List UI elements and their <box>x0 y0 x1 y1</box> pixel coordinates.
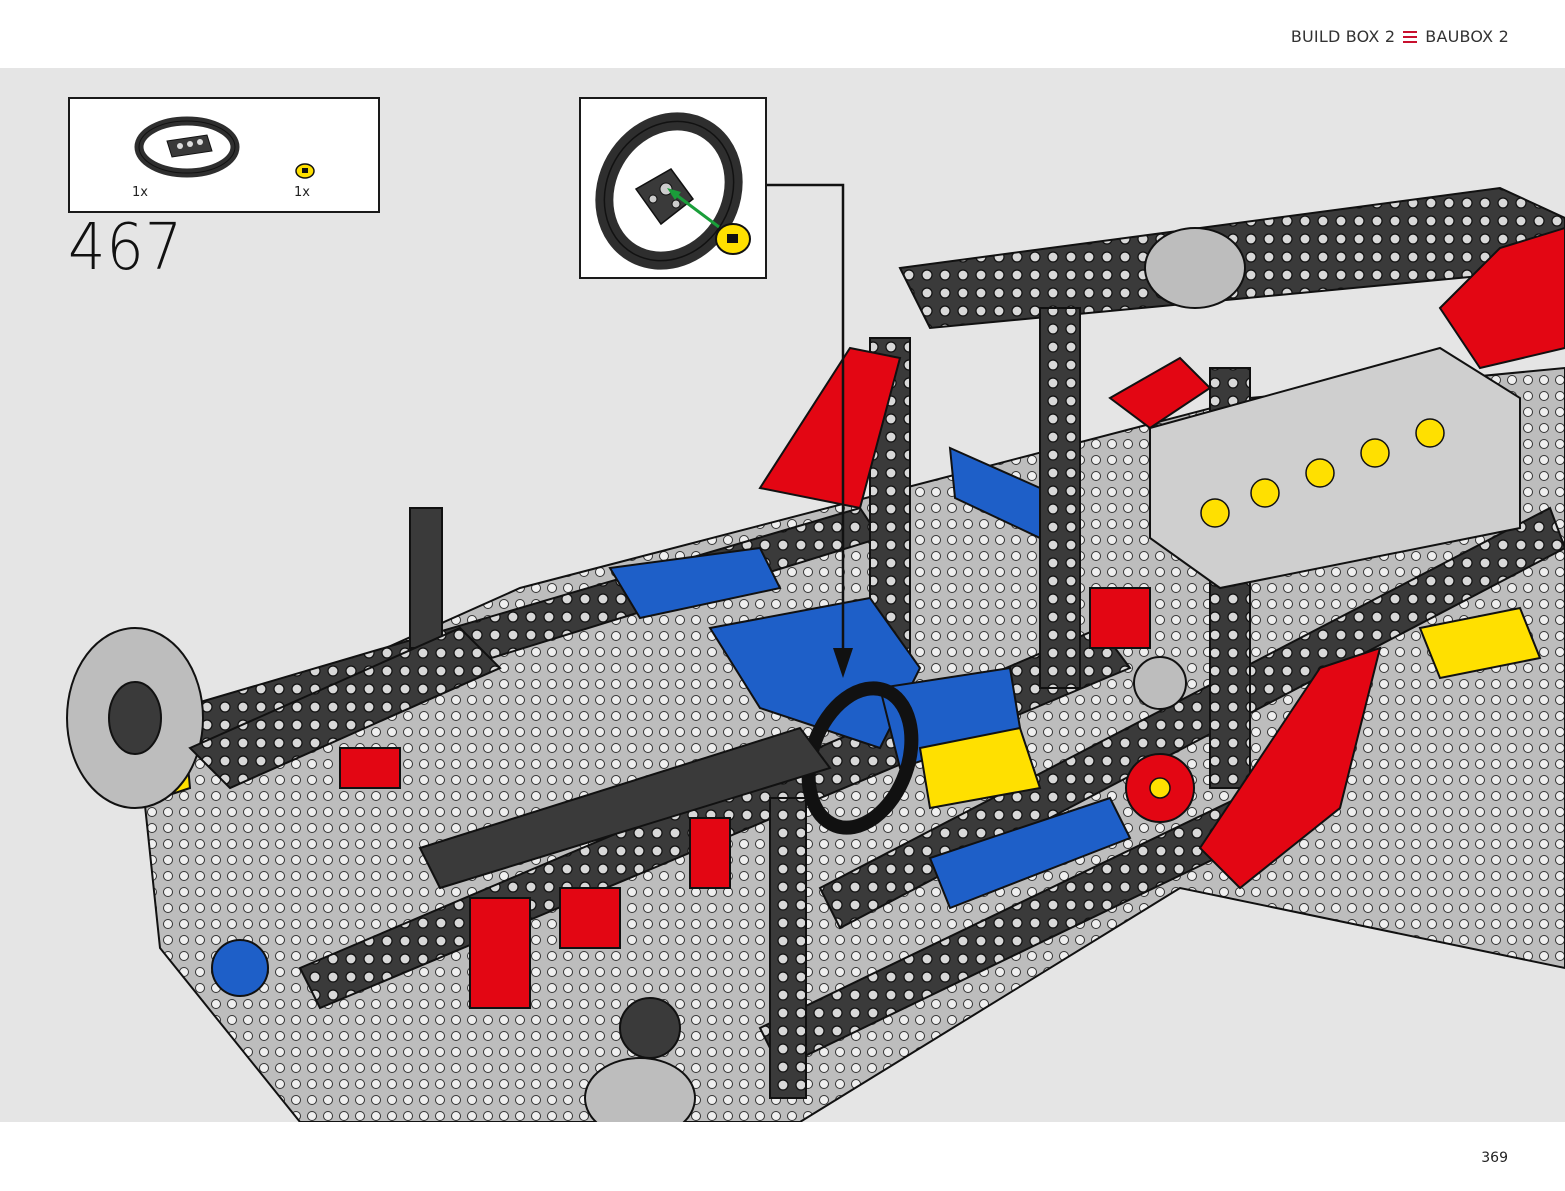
build-box-de: BAUBOX 2 <box>1425 27 1509 46</box>
steering-wheel-qty: 1x <box>132 185 148 200</box>
car-chassis-illustration <box>66 183 1565 1122</box>
step-number: 467 <box>68 211 184 285</box>
instruction-stage: 1x 1x 467 <box>0 68 1565 1122</box>
separator-lines-icon <box>1403 30 1418 43</box>
build-box-en: BUILD BOX 2 <box>1290 27 1396 46</box>
hub-cap-part-icon <box>295 163 315 179</box>
sub-assembly-callout <box>579 97 767 279</box>
page-footer: 369 <box>0 1122 1565 1191</box>
parts-list-box: 1x 1x <box>68 97 380 213</box>
steering-wheel-part-icon <box>134 116 240 178</box>
page-number: 369 <box>1481 1150 1508 1166</box>
page-header: BUILD BOX 2 BAUBOX 2 <box>0 0 1565 68</box>
hub-cap-qty: 1x <box>294 185 310 200</box>
build-box-label: BUILD BOX 2 BAUBOX 2 <box>1291 27 1509 46</box>
steering-wheel-assembly-icon <box>595 112 751 270</box>
